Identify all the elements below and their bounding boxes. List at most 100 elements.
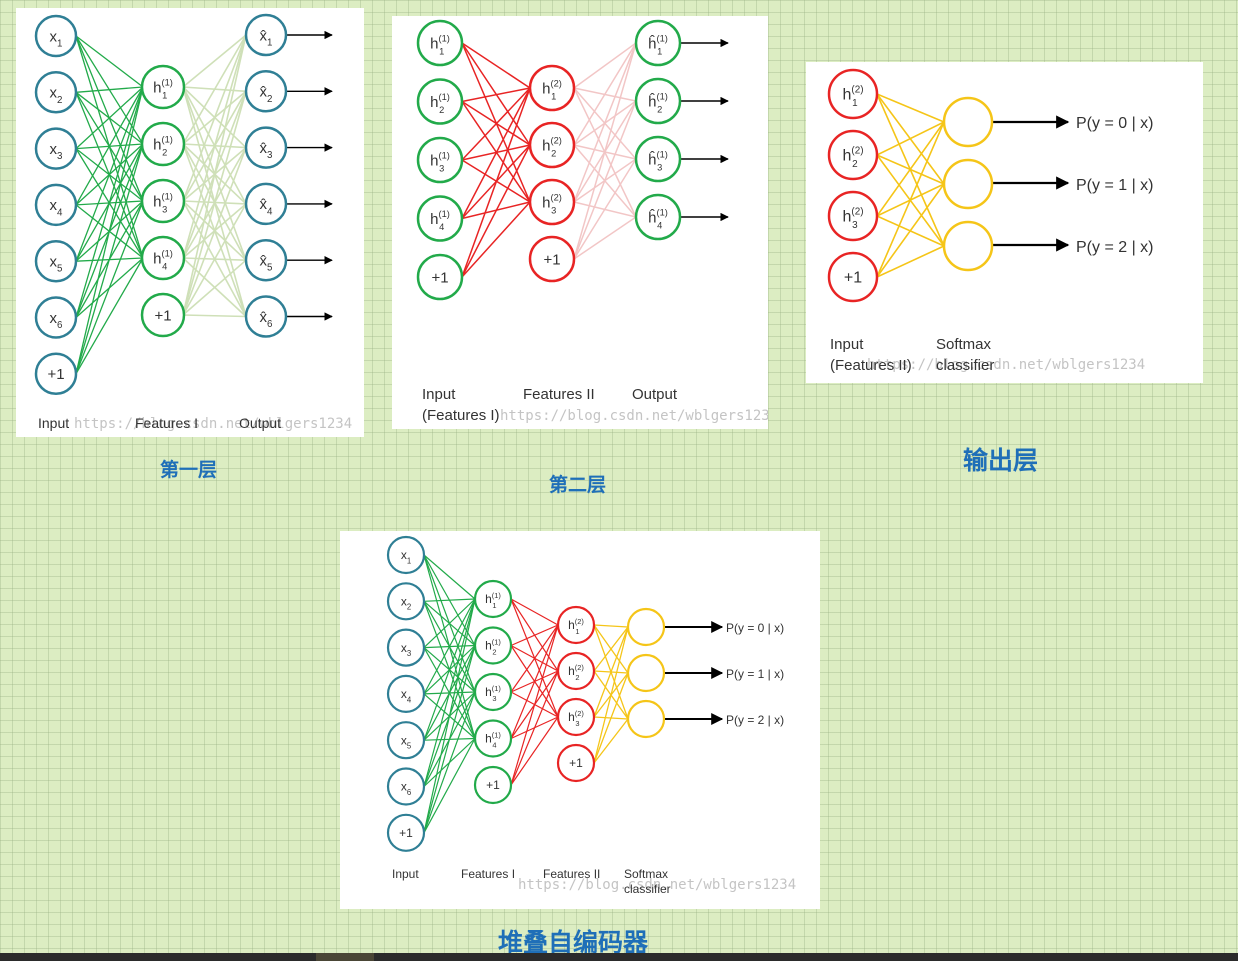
node-label: x6 [50, 310, 63, 331]
edge [461, 87, 531, 278]
label-features-2: Features II [543, 867, 600, 881]
node-label: ĥ(1)2 [648, 92, 668, 115]
node [386, 767, 426, 806]
node [473, 719, 513, 758]
caption-output-layer: 输出层 [963, 446, 1039, 475]
edge [876, 121, 945, 217]
node [416, 253, 464, 301]
edge [461, 87, 531, 219]
node-label: +1 [399, 826, 413, 840]
node [634, 19, 682, 67]
prob-label-1: P(y = 1 | x) [1076, 177, 1154, 194]
edge [75, 35, 144, 88]
node [626, 699, 666, 739]
edge [423, 598, 476, 649]
edge [593, 624, 629, 628]
caption-stacked: 堆叠自编码器 [498, 928, 649, 957]
caption-layer1: 第一层 [160, 459, 218, 481]
node [416, 78, 464, 125]
edge [75, 200, 144, 375]
node-label: +1 [154, 307, 171, 324]
node [473, 765, 513, 805]
node [140, 292, 186, 338]
edge [182, 34, 247, 145]
node [386, 813, 426, 852]
edge [75, 86, 144, 93]
node [827, 190, 879, 242]
label-input: Input [38, 415, 69, 431]
node [34, 127, 78, 170]
node-label: h(1)3 [153, 192, 173, 215]
node-label: +1 [844, 270, 862, 287]
node-label: x2 [401, 595, 411, 612]
node-label: x̂4 [260, 196, 274, 217]
edge [876, 183, 945, 278]
edge [593, 672, 629, 764]
edge [461, 87, 531, 103]
label-classifier: classifier [936, 357, 994, 374]
node [386, 582, 426, 621]
node [528, 64, 576, 112]
node [556, 697, 596, 737]
prob-label-0: P(y = 0 | x) [1076, 115, 1154, 132]
edge [75, 86, 144, 150]
node [827, 251, 879, 303]
node-label: x3 [50, 141, 63, 162]
node [942, 96, 994, 148]
label-input-sub: (Features II) [830, 357, 912, 374]
edge [510, 624, 559, 693]
node [556, 605, 596, 645]
node-label: h(1)1 [153, 78, 173, 101]
node [473, 672, 513, 712]
edge [75, 257, 144, 375]
node-label: h(1)1 [485, 591, 501, 610]
bottom-bar [0, 953, 1238, 961]
node-label: +1 [486, 778, 500, 792]
node-label: x3 [401, 641, 411, 658]
label-input: Input [392, 867, 419, 881]
node [528, 235, 576, 283]
edge [182, 34, 247, 88]
node [34, 239, 78, 283]
node [140, 64, 186, 110]
edge [75, 86, 144, 318]
node-label: h(1)4 [430, 209, 450, 232]
edge [461, 144, 531, 278]
bottom-bar-marker [316, 953, 374, 961]
edge [182, 147, 247, 316]
edge [876, 121, 945, 156]
label-features-1: Features I [135, 415, 198, 431]
node-label: x1 [50, 28, 63, 49]
node [34, 296, 78, 339]
node-label: h(2)2 [568, 663, 584, 682]
edge [573, 216, 637, 260]
node [34, 183, 78, 227]
node [244, 13, 288, 57]
edge [423, 554, 476, 600]
edge [182, 34, 247, 316]
node [140, 121, 186, 167]
node-label: x2 [50, 85, 63, 106]
node-label: h(2)3 [542, 193, 562, 216]
node [942, 220, 994, 272]
edge [75, 86, 144, 374]
edge [182, 259, 247, 316]
node-label: x̂2 [260, 84, 273, 105]
edge [510, 670, 559, 786]
node-label: h(2)1 [542, 79, 562, 102]
node [244, 182, 288, 226]
node-label: x4 [401, 687, 412, 704]
node [244, 238, 288, 282]
node [386, 628, 426, 667]
node [34, 14, 78, 58]
prob-label-1: P(y = 1 | x) [726, 667, 784, 681]
node-label: h(2)1 [842, 84, 863, 109]
edge [75, 86, 144, 206]
edge [876, 93, 945, 123]
watermark: https://blog.csdn.net/wblgers1234 [500, 408, 768, 424]
node [473, 626, 513, 665]
edge [182, 91, 247, 316]
edge [573, 100, 637, 260]
node-label: h(2)3 [568, 709, 584, 728]
